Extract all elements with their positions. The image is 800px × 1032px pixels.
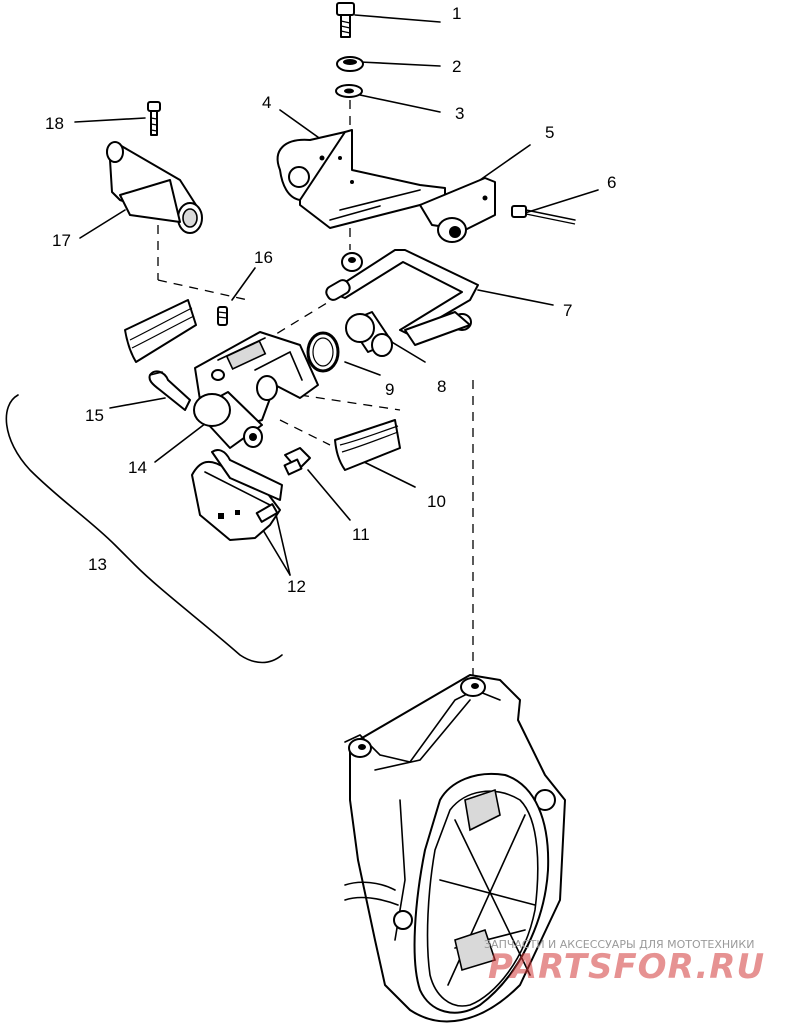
callout-8: 8 (437, 377, 446, 396)
screw-part-16 (217, 306, 228, 326)
chaincase-housing (344, 674, 566, 1023)
callout-1: 1 (452, 4, 461, 23)
brake-pads-part-12 (191, 449, 283, 541)
callout-17: 17 (52, 231, 71, 250)
watermark-logo: PARTSFOR.RU (488, 947, 765, 987)
callout-15: 15 (85, 406, 104, 425)
bushing-part-8 (345, 311, 393, 357)
coupler-part-17 (106, 141, 203, 234)
callout-2: 2 (452, 57, 461, 76)
callout-14: 14 (128, 458, 147, 477)
callout-7: 7 (563, 301, 572, 320)
washer-part-3 (335, 84, 363, 98)
screw-part-18 (147, 101, 161, 136)
callout-4: 4 (262, 93, 271, 112)
callout-11: 11 (352, 525, 370, 544)
pivot-arm-part-5 (419, 177, 496, 243)
callout-labels: 1 2 3 4 5 6 7 8 9 10 11 12 13 14 15 16 1… (45, 4, 616, 596)
leader-lines (5, 14, 599, 664)
upper-bracket-part-4 (276, 129, 446, 229)
callout-12: 12 (287, 577, 306, 596)
callout-18: 18 (45, 114, 64, 133)
brake-lever-part-7 (325, 249, 479, 346)
callout-10: 10 (427, 492, 446, 511)
callout-16: 16 (254, 248, 273, 267)
bolt-part-1 (336, 2, 355, 38)
callout-9: 9 (385, 380, 394, 399)
shim-upper (124, 299, 197, 363)
o-ring-part-9 (306, 331, 340, 373)
cable-fitting-part-6 (511, 205, 576, 225)
callout-3: 3 (455, 104, 464, 123)
hose-part-15 (148, 370, 191, 411)
watermark-tagline: ЗАПЧАСТИ И АКСЕССУАРЫ ДЛЯ МОТОТЕХНИКИ (484, 938, 754, 951)
callout-6: 6 (607, 173, 616, 192)
callout-5: 5 (545, 123, 554, 142)
piston-part-14 (193, 391, 263, 449)
watermark: ЗАПЧАСТИ И АКСЕССУАРЫ ДЛЯ МОТОТЕХНИКИ PA… (484, 938, 765, 987)
nut-part-2 (336, 56, 364, 72)
callout-13: 13 (88, 555, 107, 574)
shim-part-10 (334, 419, 401, 471)
bleeder-part-11 (283, 447, 311, 476)
